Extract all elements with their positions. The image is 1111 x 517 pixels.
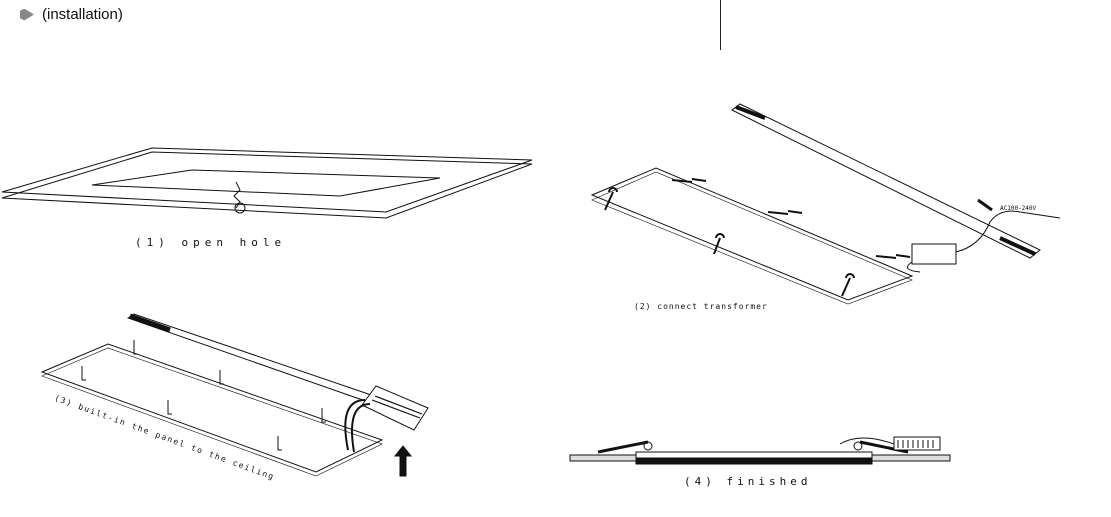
step2-caption: (2) connect transformer: [634, 302, 768, 311]
section-title: (installation): [42, 6, 123, 23]
section-header: (installation): [20, 6, 123, 23]
step4-finished-illustration: [569, 436, 951, 465]
step3-builtin-illustration: [40, 313, 429, 477]
step1-caption: (1) open hole: [135, 236, 286, 249]
step4-caption: (4) finished: [684, 475, 811, 488]
voltage-label: AC100-240V: [1000, 205, 1037, 212]
divider: [720, 0, 721, 50]
step2-transformer-illustration: [590, 103, 1061, 305]
step1-ceiling-illustration: [1, 147, 533, 219]
step3-caption: (3) built-in the panel to the ceiling: [53, 393, 276, 481]
